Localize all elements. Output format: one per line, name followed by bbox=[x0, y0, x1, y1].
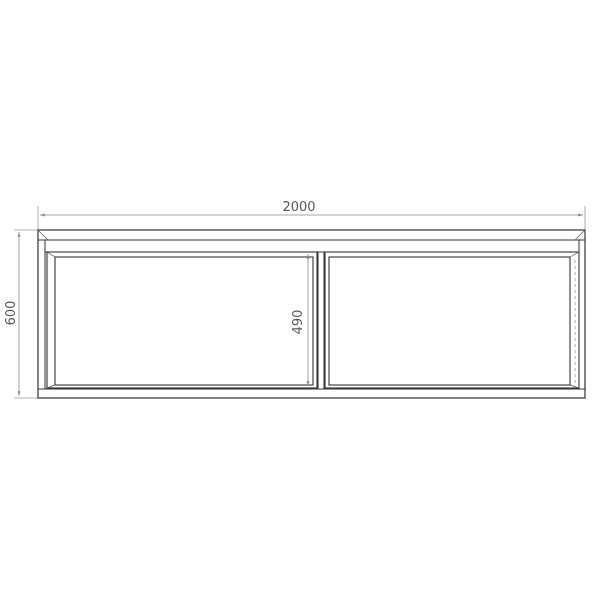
right-door-chamfer-bottom bbox=[569, 384, 580, 389]
cabinet-front bbox=[37, 229, 586, 399]
top-panel-chamfer-left bbox=[37, 229, 49, 241]
top-panel-chamfer-right bbox=[574, 229, 586, 241]
height-dimension-label: 600 bbox=[4, 301, 19, 326]
width-dimension-label: 2000 bbox=[282, 200, 315, 215]
left-door-chamfer-bottom bbox=[46, 384, 56, 389]
cabinet-outer-frame bbox=[37, 229, 586, 399]
right-door-chamfer-top bbox=[569, 251, 580, 258]
left-door-frame bbox=[46, 251, 318, 389]
inner-height-dimension: 490 bbox=[291, 254, 310, 386]
right-door-panel bbox=[328, 256, 571, 386]
right-door bbox=[324, 251, 580, 389]
center-divider bbox=[317, 252, 325, 389]
inner-height-dimension-label: 490 bbox=[291, 310, 306, 335]
right-door-frame bbox=[324, 251, 580, 389]
left-door bbox=[46, 251, 318, 389]
left-door-chamfer-top bbox=[46, 251, 56, 258]
width-dimension: 2000 bbox=[37, 200, 586, 232]
left-door-panel bbox=[54, 256, 314, 386]
height-dimension: 600 bbox=[4, 229, 38, 399]
